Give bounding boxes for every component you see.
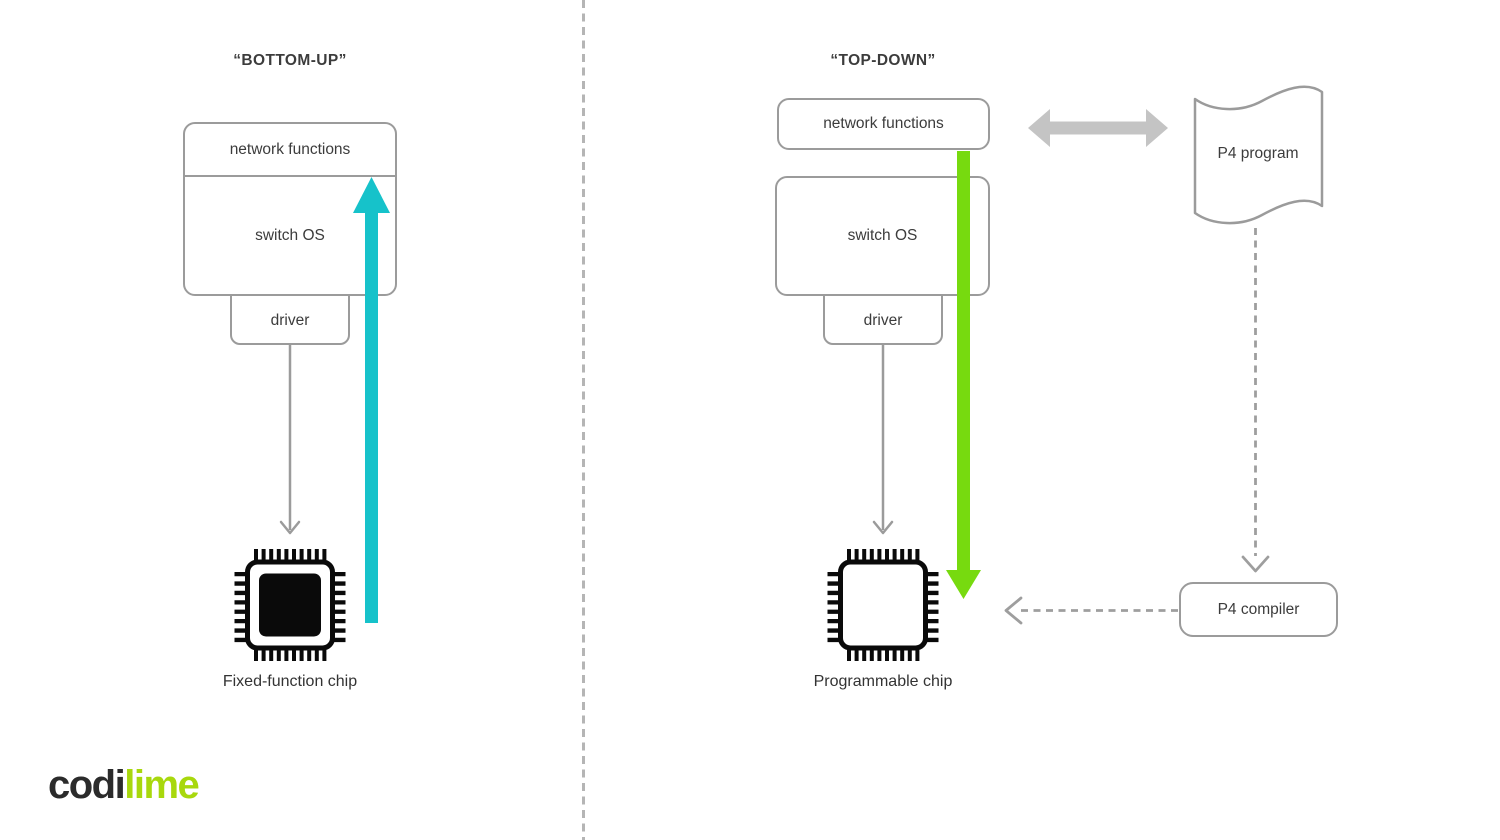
driver-to-chip-arrow-left <box>279 345 301 535</box>
switch-os-box-right: switch OS <box>775 176 990 296</box>
codilime-logo: codilime <box>48 763 200 808</box>
switch-os-section-left: switch OS <box>255 226 325 244</box>
p4-program-label: P4 program <box>1217 145 1299 162</box>
compiler-to-chip-dashed-arrow <box>1004 596 1178 625</box>
down-chevron-icon-compiler <box>1241 555 1270 573</box>
network-functions-box-right: network functions <box>777 98 990 150</box>
bottom-up-stack-box: network functions switch OS <box>183 122 397 296</box>
top-down-arrow-head <box>946 570 981 599</box>
down-chevron-icon-right <box>872 520 894 535</box>
chip-core-left <box>259 573 321 637</box>
programmable-chip-icon <box>827 549 939 661</box>
p4-compiler-box: P4 compiler <box>1179 582 1338 637</box>
network-functions-section-left: network functions <box>185 124 395 177</box>
down-chevron-icon-left <box>279 520 301 535</box>
logo-text-codi: codi <box>48 763 126 807</box>
double-arrow-icon <box>1028 109 1168 147</box>
left-chevron-icon-chip <box>1004 596 1023 625</box>
fixed-function-chip-label: Fixed-function chip <box>222 673 358 690</box>
program-to-compiler-dashed-arrow <box>1241 228 1270 573</box>
bottom-up-title: “BOTTOM-UP” <box>233 52 347 69</box>
top-down-title: “TOP-DOWN” <box>830 52 936 69</box>
programmable-chip-label: Programmable chip <box>813 673 953 690</box>
logo-text-lime: lime <box>124 763 200 807</box>
fixed-function-chip-icon <box>234 549 346 661</box>
chip-body-left <box>245 559 335 651</box>
driver-to-chip-arrow-right <box>872 345 894 535</box>
chip-body-right <box>838 559 928 651</box>
